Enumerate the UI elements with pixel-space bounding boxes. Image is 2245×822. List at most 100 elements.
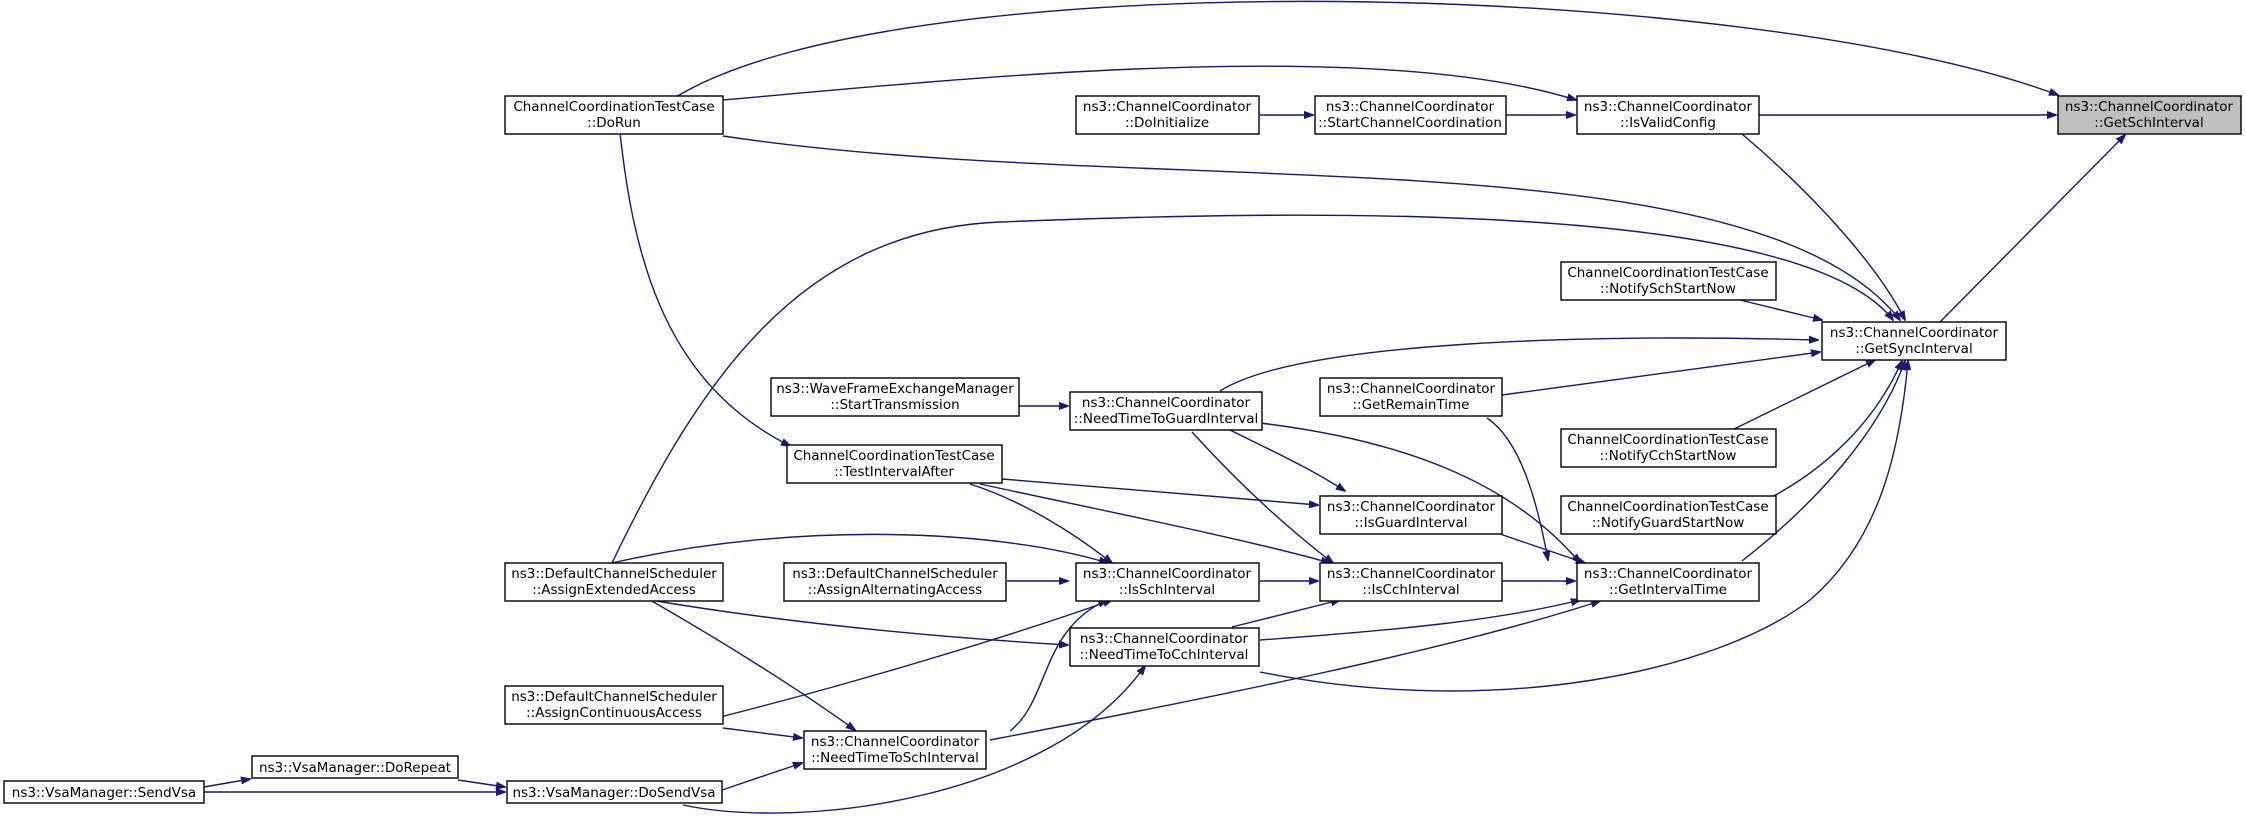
edge-needcch-getinterval [1259,600,1580,641]
node-label-line2: ::NotifyGuardStartNow [1592,515,1745,531]
edge-getsync-getsch [1939,135,2125,323]
node-label-line1: ns3::ChannelCoordinator [811,734,980,750]
node-notify-guard-start-now[interactable]: ChannelCoordinationTestCase ::NotifyGuar… [1560,495,1777,535]
node-label-line2: ::TestIntervalAfter [834,464,954,480]
edge-assignext-issch [611,533,1108,563]
node-label-line1: ns3::DefaultChannelScheduler [511,566,717,582]
node-label-line2: ::NeedTimeToSchInterval [811,750,979,766]
node-notify-sch-start-now[interactable]: ChannelCoordinationTestCase ::NotifySchS… [1560,261,1777,301]
edge-dorepeat-dosendvsa [457,779,505,787]
node-start-channel-coordination[interactable]: ns3::ChannelCoordinator ::StartChannelCo… [1314,95,1507,135]
node-need-time-to-cch-interval[interactable]: ns3::ChannelCoordinator ::NeedTimeToCchI… [1069,627,1260,667]
node-is-valid-config[interactable]: ns3::ChannelCoordinator ::IsValidConfig [1576,95,1760,135]
edge-dorun-isvalid [722,65,1576,100]
edge-needguard-isguard [1221,425,1345,491]
node-wave-frame-start-transmission[interactable]: ns3::WaveFrameExchangeManager ::StartTra… [770,377,1020,417]
node-notify-cch-start-now[interactable]: ChannelCoordinationTestCase ::NotifyCchS… [1560,428,1777,468]
node-label-line2: ::IsCchInterval [1362,582,1459,598]
edge-testafter-issch [969,483,1112,563]
node-label-line2: ::GetRemainTime [1352,397,1469,413]
node-label-line1: ns3::ChannelCoordinator [1326,99,1495,115]
node-test-interval-after[interactable]: ChannelCoordinationTestCase ::TestInterv… [786,444,1003,484]
edge-dorun-testafter [616,101,790,446]
edge-assignext-needcch [649,599,1068,645]
edge-isvalid-getsync [1741,133,1905,320]
edge-notifyguard-getsync [1771,361,1902,498]
node-label-line1: ns3::ChannelCoordinator [1584,99,1753,115]
edge-needsch-issch [1009,600,1107,732]
node-assign-alternating-access[interactable]: ns3::DefaultChannelScheduler ::AssignAlt… [783,562,1007,602]
node-label-line1: ns3::ChannelCoordinator [1584,566,1753,582]
node-label-line1: ns3::ChannelCoordinator [1327,381,1496,397]
node-label-line2: ::NeedTimeToCchInterval [1080,647,1249,663]
node-vsa-do-send-vsa[interactable]: ns3::VsaManager::DoSendVsa [506,780,723,804]
edge-needguard-getinterval [1259,422,1580,563]
edge-needcch-iscch [1231,600,1340,628]
edge-remain-getsync [1501,352,1820,396]
node-label-line1: ns3::ChannelCoordinator [2065,99,2234,115]
node-label-line2: ::NotifySchStartNow [1600,281,1736,297]
edge-dorun-getsch [675,0,2058,98]
edge-remain-getinterval [1486,417,1548,560]
edge-assignext-needsch [649,599,855,730]
node-need-time-to-sch-interval[interactable]: ns3::ChannelCoordinator ::NeedTimeToSchI… [803,730,987,770]
node-label-line2: ::StartChannelCoordination [1318,115,1502,131]
node-label-line1: ns3::DefaultChannelScheduler [511,689,717,705]
edge-sendvsa-dorepeat [203,779,250,788]
node-get-remain-time[interactable]: ns3::ChannelCoordinator ::GetRemainTime [1319,377,1503,417]
node-label-line2: ::NotifyCchStartNow [1600,448,1737,464]
node-label-line1: ns3::VsaManager::DoSendVsa [512,785,715,801]
node-get-sch-interval[interactable]: ns3::ChannelCoordinator ::GetSchInterval [2057,95,2242,135]
node-is-cch-interval[interactable]: ns3::ChannelCoordinator ::IsCchInterval [1319,562,1503,602]
node-need-time-to-guard-interval[interactable]: ns3::ChannelCoordinator ::NeedTimeToGuar… [1069,391,1263,431]
edge-dosendvsa-needcch [682,666,1145,814]
node-label-line2: ::IsValidConfig [1620,115,1716,131]
node-assign-continuous-access[interactable]: ns3::DefaultChannelScheduler ::AssignCon… [504,685,724,725]
node-label-line1: ChannelCoordinationTestCase [793,448,994,464]
node-label-line1: ChannelCoordinationTestCase [1567,265,1768,281]
node-label-line1: ns3::VsaManager::DoRepeat [259,760,451,776]
node-label-line2: ::DoRun [587,115,641,131]
node-do-run[interactable]: ChannelCoordinationTestCase ::DoRun [504,95,724,135]
node-get-sync-interval[interactable]: ns3::ChannelCoordinator ::GetSyncInterva… [1821,321,2007,361]
node-label-line1: ns3::ChannelCoordinator [1080,631,1249,647]
node-label-line2: ::AssignExtendedAccess [532,582,696,598]
edge-getinterval-getsync [1741,361,1905,562]
node-label-line1: ns3::ChannelCoordinator [1830,325,1999,341]
node-label-line1: ns3::ChannelCoordinator [1083,99,1252,115]
node-label-line1: ChannelCoordinationTestCase [1567,499,1768,515]
node-label-line2: ::IsSchInterval [1119,582,1215,598]
node-label-line2: ::AssignContinuousAccess [526,705,702,721]
node-assign-extended-access[interactable]: ns3::DefaultChannelScheduler ::AssignExt… [504,562,724,602]
node-label-line2: ::IsGuardInterval [1355,515,1468,531]
node-get-interval-time[interactable]: ns3::ChannelCoordinator ::GetIntervalTim… [1576,562,1760,602]
node-label-line1: ns3::ChannelCoordinator [1082,395,1251,411]
node-vsa-do-repeat[interactable]: ns3::VsaManager::DoRepeat [251,755,459,779]
node-label-line2: ::GetSyncInterval [1855,341,1972,357]
edge-notifycch-getsync [1729,360,1875,432]
node-do-initialize[interactable]: ns3::ChannelCoordinator ::DoInitialize [1075,95,1260,135]
node-is-guard-interval[interactable]: ns3::ChannelCoordinator ::IsGuardInterva… [1319,495,1503,535]
node-label-line1: ChannelCoordinationTestCase [513,99,714,115]
edge-assignext-getsync [611,214,1893,564]
node-label-line1: ns3::DefaultChannelScheduler [792,566,998,582]
edge-testafter-isguard [1001,478,1318,505]
node-label-line1: ns3::ChannelCoordinator [1327,566,1496,582]
node-is-sch-interval[interactable]: ns3::ChannelCoordinator ::IsSchInterval [1075,562,1260,602]
edge-isguard-getinterval [1499,533,1585,563]
edge-dorun-getsync [722,135,1900,320]
node-vsa-send-vsa[interactable]: ns3::VsaManager::SendVsa [3,780,205,804]
node-label-line2: ::GetSchInterval [2094,115,2203,131]
node-label-line2: ::AssignAlternatingAccess [808,582,982,598]
edge-needguard-getsync [1219,338,1818,392]
edge-assigncont-needsch [722,727,802,738]
node-label-line1: ns3::ChannelCoordinator [1083,566,1252,582]
node-label-line1: ns3::ChannelCoordinator [1327,499,1496,515]
edge-needsch-getinterval [989,601,1600,741]
edge-needguard-iscch [1191,431,1333,563]
node-label-line2: ::DoInitialize [1125,115,1209,131]
edge-needcch-getsync [1259,361,1908,692]
node-label-line1: ns3::VsaManager::SendVsa [12,785,196,801]
edge-dosendvsa-needsch [721,763,802,791]
